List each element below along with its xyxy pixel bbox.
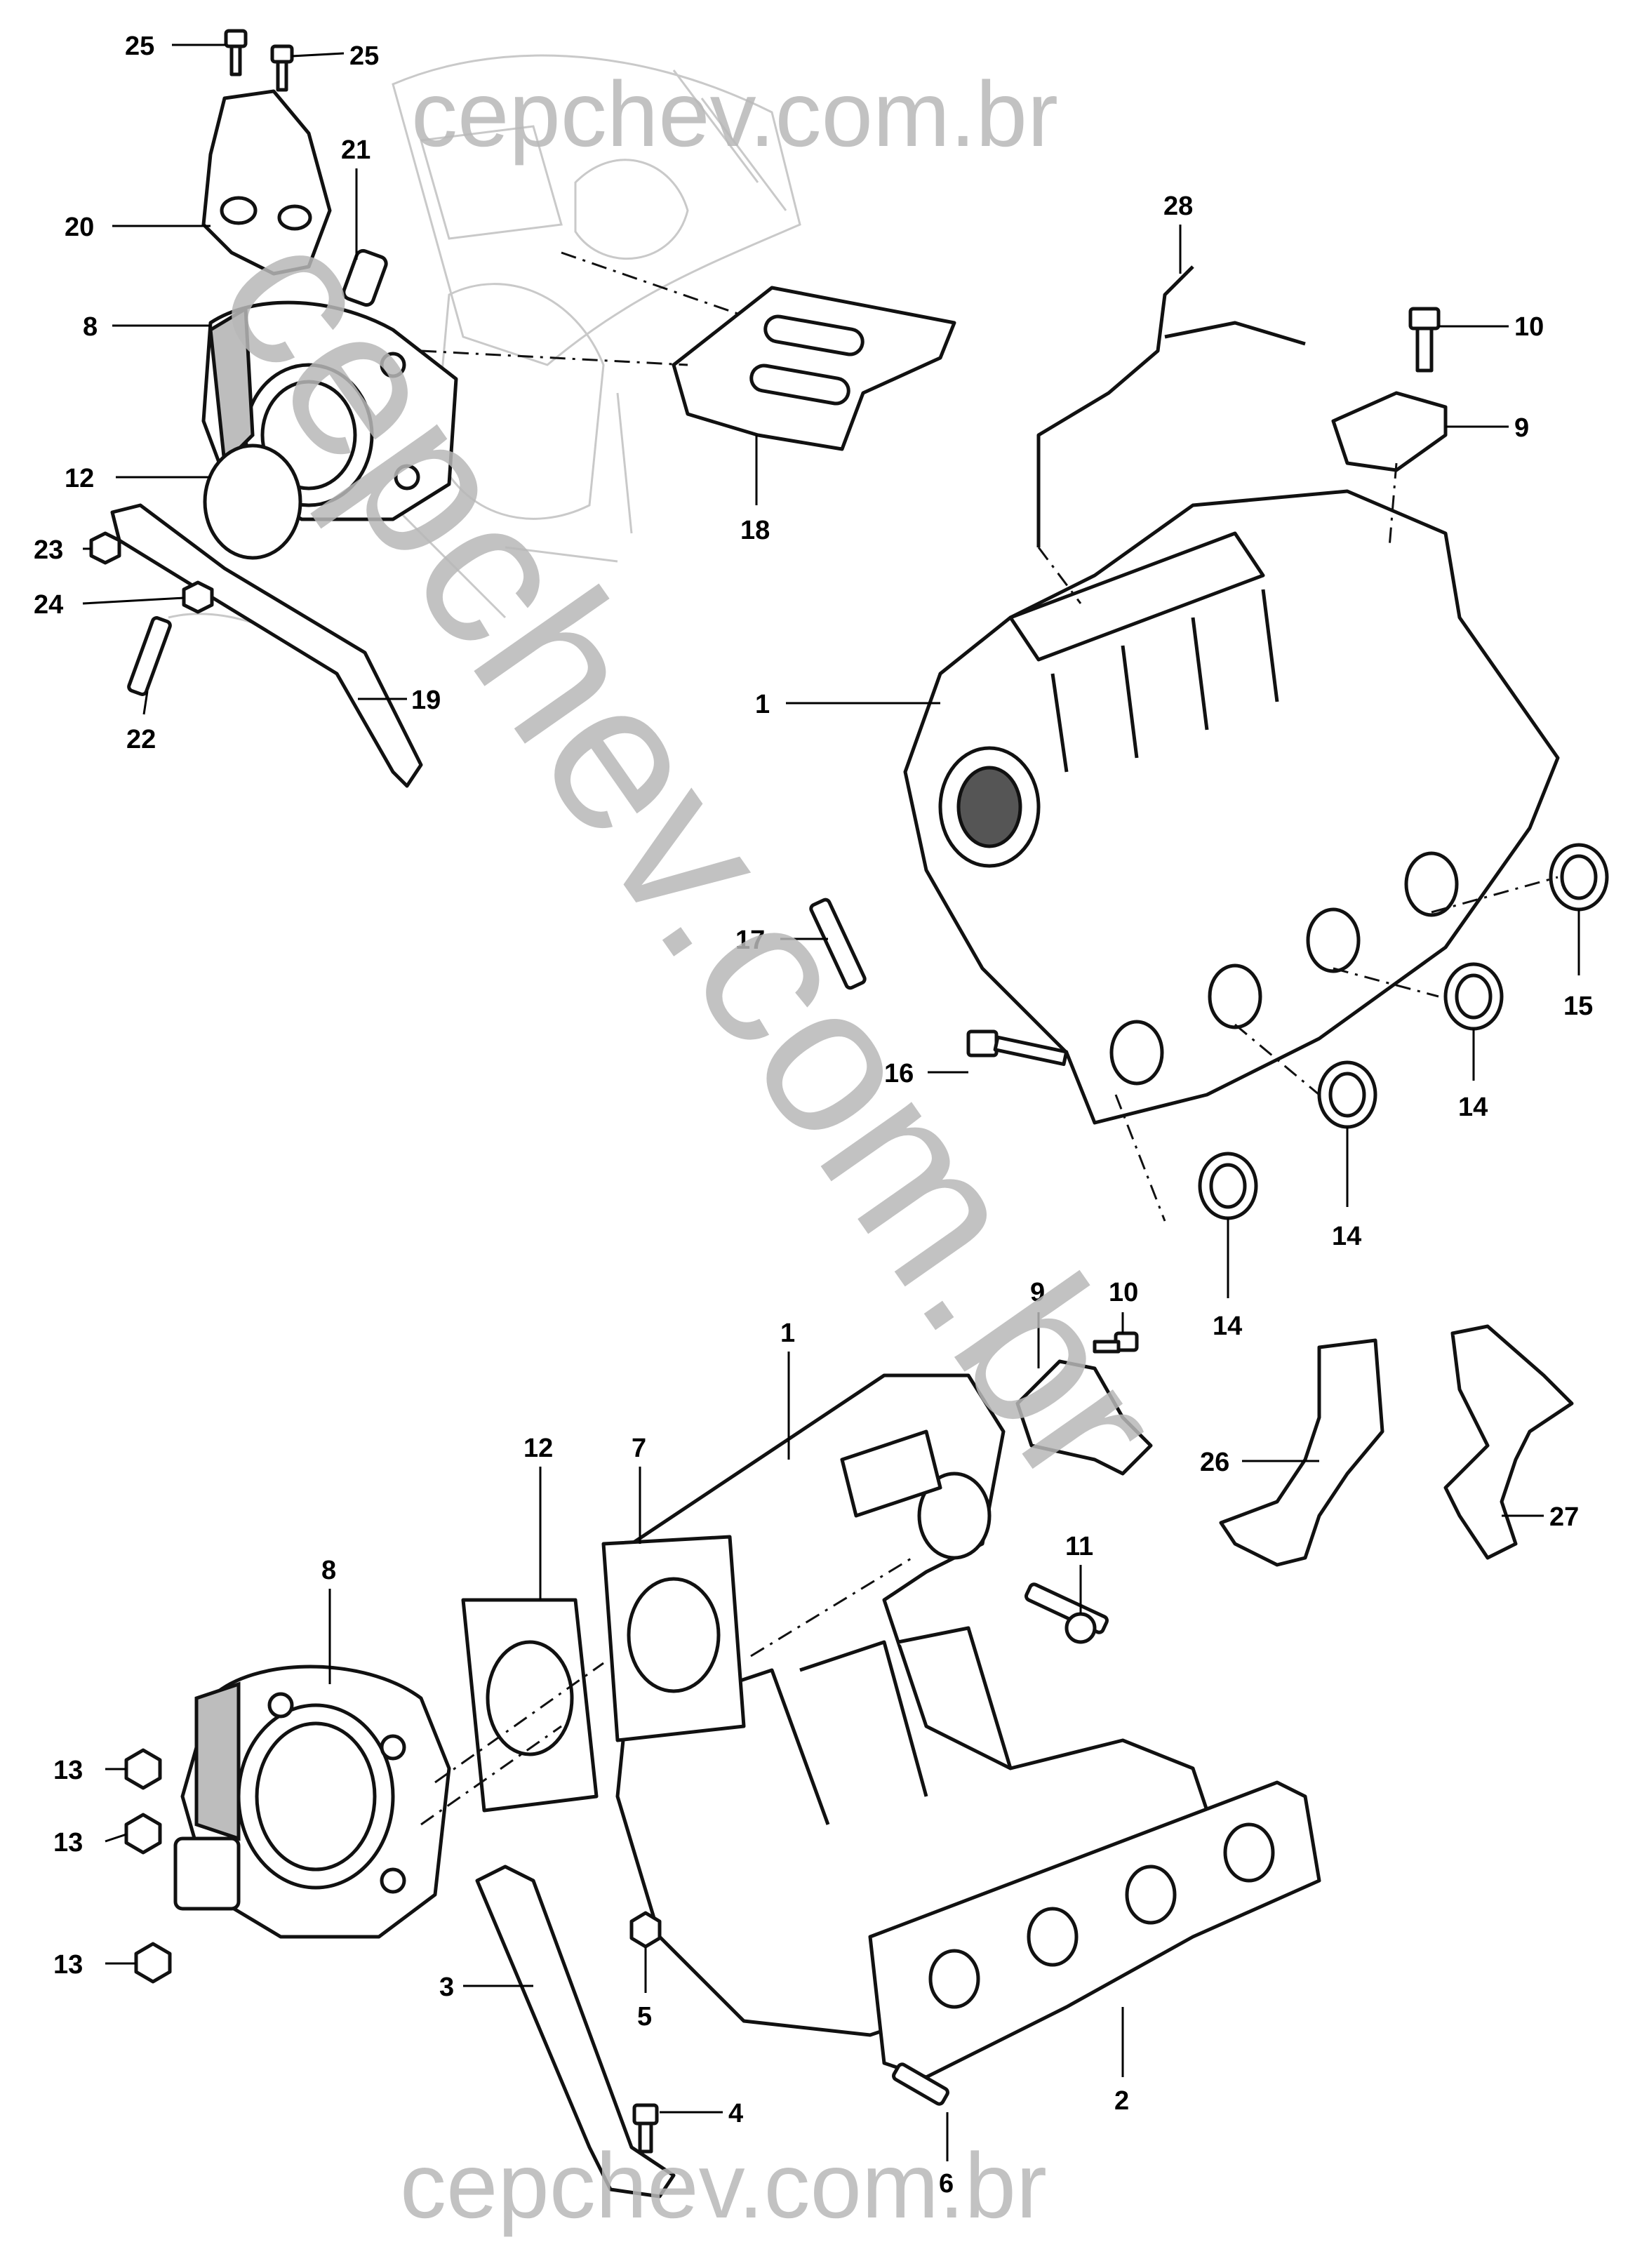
bracket-27-icon <box>1443 1324 1574 1560</box>
callout-8a: 8 <box>83 312 98 342</box>
callout-3: 3 <box>439 1973 454 2002</box>
callout-21: 21 <box>341 135 371 165</box>
sensor-9b-icon <box>1015 1359 1153 1476</box>
bottom-exploded-group <box>124 1324 1574 2199</box>
seal-14b-icon <box>1317 1060 1377 1129</box>
callout-5: 5 <box>637 2002 652 2032</box>
strap-3-icon <box>475 1865 676 2199</box>
callout-28: 28 <box>1163 192 1193 221</box>
callout-labels: 25 25 21 20 8 12 23 24 22 19 18 28 10 9 … <box>34 32 1593 2199</box>
callout-20: 20 <box>65 213 94 242</box>
nut-23-icon <box>89 531 121 565</box>
top-throttle-group <box>89 29 956 788</box>
leader-lines <box>82 44 1580 2161</box>
stud-6-icon <box>892 2062 949 2106</box>
callout-13a: 13 <box>53 1756 83 1785</box>
stud-11-icon <box>1024 1582 1109 1644</box>
bolt-25a-icon <box>224 29 248 76</box>
callout-13c: 13 <box>53 1950 83 1980</box>
callout-13b: 13 <box>53 1828 83 1857</box>
callout-27: 27 <box>1549 1502 1579 1532</box>
nut-5-icon <box>629 1911 662 1949</box>
throttle-body-8b-icon <box>173 1665 451 1939</box>
stud-22-icon <box>127 616 172 696</box>
sleeve-21-icon <box>342 248 388 307</box>
callout-19: 19 <box>411 686 441 715</box>
nut-13a-icon <box>124 1748 162 1790</box>
watermark-top: cepchev.com.br <box>411 62 1058 166</box>
callout-9b: 9 <box>1030 1278 1045 1307</box>
seal-14a-icon <box>1443 962 1504 1031</box>
callout-24: 24 <box>34 590 63 620</box>
callout-14c: 14 <box>1213 1312 1242 1341</box>
nut-13b-icon <box>124 1813 162 1855</box>
bolt-10a-icon <box>1408 307 1441 373</box>
bolt-25b-icon <box>270 44 294 92</box>
callout-9a: 9 <box>1514 413 1529 443</box>
seal-15-icon <box>1549 843 1609 912</box>
stud-17-icon <box>809 898 867 990</box>
top-manifold-group <box>809 265 1609 1222</box>
bolt-16-icon <box>966 1029 1069 1067</box>
callout-12b: 12 <box>523 1434 553 1463</box>
sensor-9a-icon <box>1331 391 1448 472</box>
callout-14b: 14 <box>1332 1222 1361 1251</box>
callout-10a: 10 <box>1514 312 1544 342</box>
bracket-26-icon <box>1219 1338 1384 1567</box>
callout-10b: 10 <box>1109 1278 1138 1307</box>
callout-14a: 14 <box>1458 1093 1488 1122</box>
callout-12a: 12 <box>65 464 94 493</box>
callout-15: 15 <box>1563 992 1593 1021</box>
bolt-4-icon <box>632 2103 659 2154</box>
gasket-12a-icon <box>203 443 302 560</box>
callout-2: 2 <box>1114 2086 1129 2116</box>
nut-13c-icon <box>134 1942 172 1984</box>
nut-24-icon <box>182 580 214 614</box>
callout-22: 22 <box>126 725 156 754</box>
hose-28-icon <box>1036 265 1194 547</box>
bolt-10b-icon <box>1093 1331 1139 1354</box>
watermark-bottom: cepchev.com.br <box>400 2134 1047 2237</box>
seal-14c-icon <box>1198 1152 1258 1220</box>
callout-1b: 1 <box>780 1319 795 1348</box>
heat-shield-18-icon <box>672 286 956 451</box>
callout-7: 7 <box>632 1434 646 1463</box>
callout-1a: 1 <box>755 690 770 719</box>
callout-18: 18 <box>740 516 770 545</box>
callout-8b: 8 <box>321 1556 336 1585</box>
callout-6: 6 <box>939 2169 954 2199</box>
callout-25a: 25 <box>125 32 154 61</box>
callout-26: 26 <box>1200 1448 1229 1477</box>
callout-23: 23 <box>34 535 63 565</box>
callout-25b: 25 <box>349 41 379 71</box>
callout-17: 17 <box>735 926 765 955</box>
callout-4: 4 <box>728 2099 743 2128</box>
intake-manifold-1a-icon <box>903 489 1560 1125</box>
strap-19-icon <box>110 503 423 788</box>
callout-16: 16 <box>884 1059 914 1088</box>
callout-11: 11 <box>1065 1532 1093 1561</box>
